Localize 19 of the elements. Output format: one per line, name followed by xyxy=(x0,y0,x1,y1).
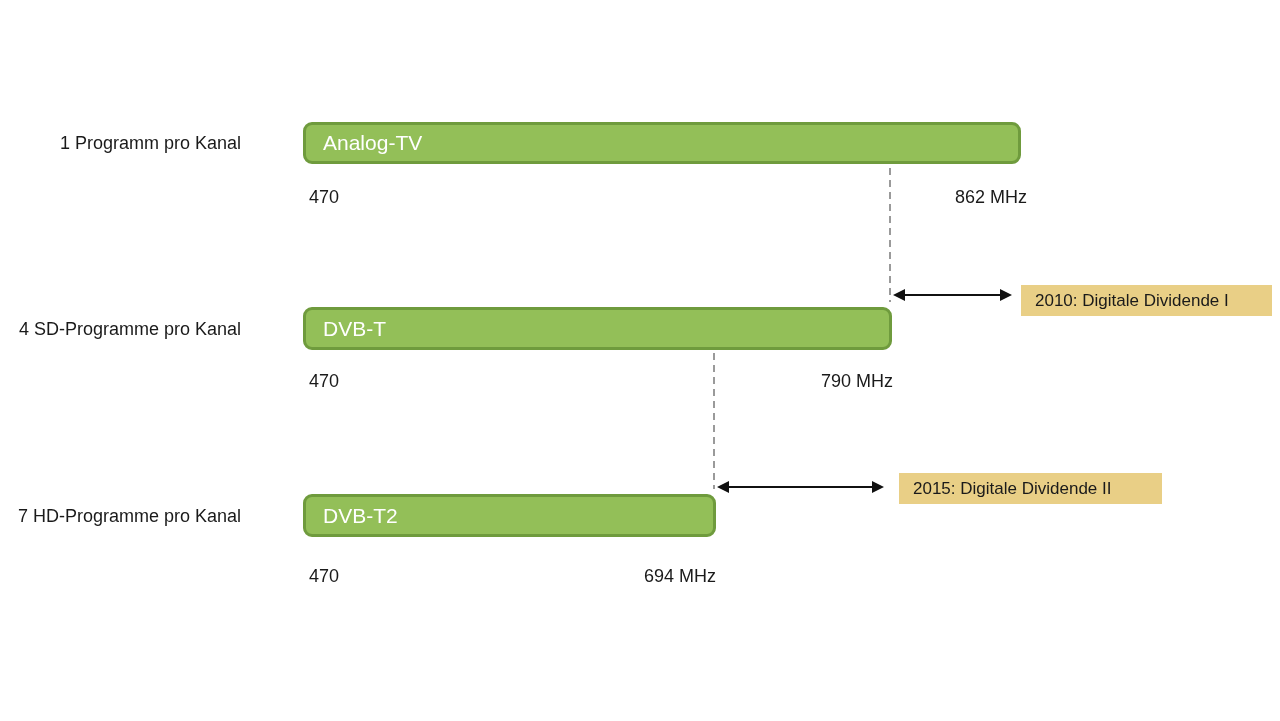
frequency-label: 470 xyxy=(309,371,340,392)
row-label: 1 Programm pro Kanal xyxy=(59,132,241,154)
frequency-label: 790 MHz xyxy=(820,371,893,392)
row-label: 7 HD-Programme pro Kanal xyxy=(17,505,241,526)
row-label: 4 SD-Programme pro Kanal xyxy=(18,318,241,339)
dividend-tag xyxy=(899,473,1162,504)
frequency-label: 862 MHz xyxy=(954,187,1027,208)
dividend-text: 2015: Digitale Dividende II xyxy=(913,478,1112,499)
frequency-band-bar xyxy=(303,307,892,350)
band-name: DVB-T xyxy=(323,316,386,341)
dividend-text: 2010: Digitale Dividende I xyxy=(1035,290,1229,311)
frequency-label: 470 xyxy=(309,187,340,208)
frequency-label: 694 MHz xyxy=(643,566,716,587)
band-name: Analog-TV xyxy=(323,131,423,155)
frequency-band-bar xyxy=(303,494,716,537)
frequency-band-bar xyxy=(303,122,1021,164)
frequency-label: 470 xyxy=(309,566,340,587)
dividend-tag xyxy=(1021,285,1272,316)
band-name: DVB-T2 xyxy=(323,503,398,528)
